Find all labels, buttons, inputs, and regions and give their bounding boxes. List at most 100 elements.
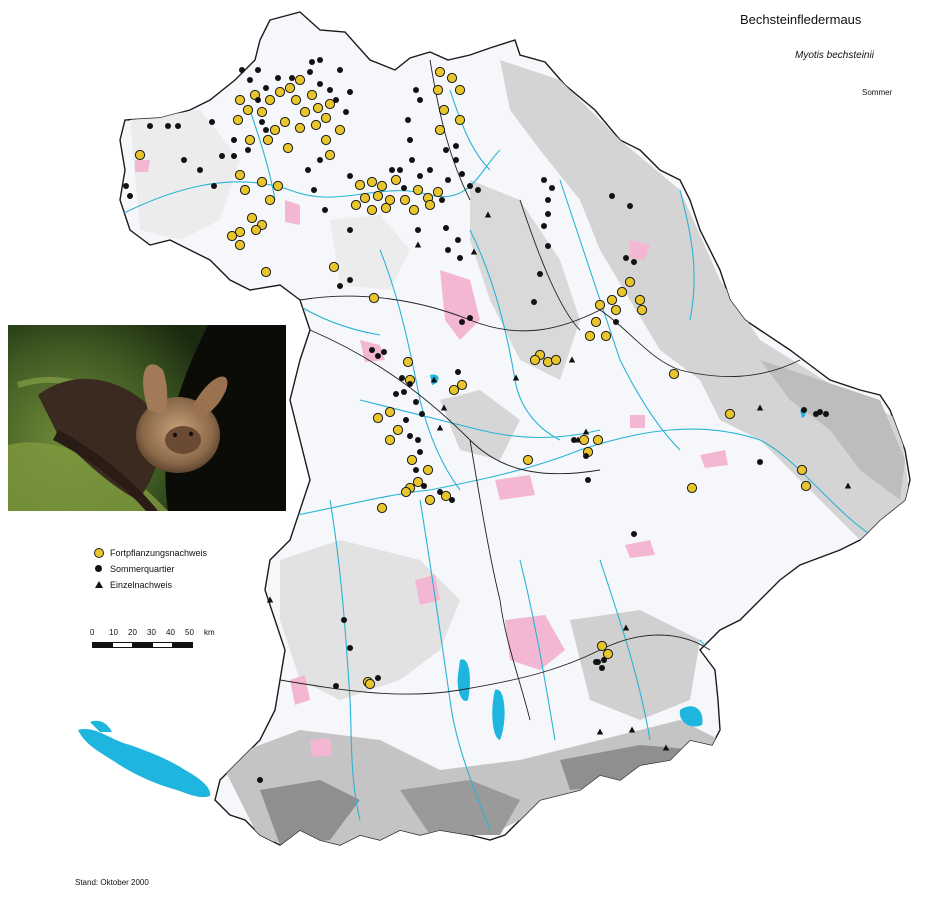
summer-roost-marker — [409, 157, 415, 163]
summer-roost-marker — [127, 193, 133, 199]
summer-roost-marker — [337, 283, 343, 289]
summer-roost-marker — [445, 247, 451, 253]
single-record-marker — [628, 726, 636, 733]
reproduction-marker — [372, 190, 384, 202]
reproduction-marker — [294, 122, 306, 134]
reproduction-marker — [400, 486, 412, 498]
reproduction-marker — [796, 464, 808, 476]
reproduction-marker — [440, 490, 452, 502]
reproduction-marker — [412, 476, 424, 488]
reproduction-marker — [412, 184, 424, 196]
summer-roost-marker — [165, 123, 171, 129]
reproduction-marker — [432, 84, 444, 96]
summer-roost-marker — [631, 259, 637, 265]
summer-roost-marker — [341, 617, 347, 623]
reproduction-marker — [686, 482, 698, 494]
summer-roost-marker — [443, 225, 449, 231]
reproduction-marker — [256, 106, 268, 118]
reproduction-marker — [366, 204, 378, 216]
summer-roost-marker — [407, 137, 413, 143]
summer-roost-marker — [289, 75, 295, 81]
reproduction-marker — [366, 176, 378, 188]
summer-roost-marker — [601, 657, 607, 663]
reproduction-marker — [272, 180, 284, 192]
summer-roost-marker — [421, 483, 427, 489]
summer-roost-marker — [147, 123, 153, 129]
summer-roost-marker — [337, 67, 343, 73]
reproduction-marker — [376, 180, 388, 192]
summer-roost-marker — [405, 117, 411, 123]
reproduction-marker — [456, 379, 468, 391]
reproduction-marker — [578, 434, 590, 446]
summer-roost-marker — [259, 119, 265, 125]
reproduction-marker — [392, 424, 404, 436]
reproduction-marker — [324, 98, 336, 110]
summer-roost-marker — [407, 433, 413, 439]
reproduction-marker — [592, 434, 604, 446]
bodensee-lake — [78, 728, 211, 798]
summer-roost-marker — [375, 353, 381, 359]
summer-roost-marker — [309, 59, 315, 65]
reproduction-marker — [446, 72, 458, 84]
summer-roost-marker — [583, 453, 589, 459]
reproduction-marker — [800, 480, 812, 492]
summer-roost-marker — [439, 197, 445, 203]
summer-roost-marker — [347, 173, 353, 179]
scale-tick-0: 0 — [90, 628, 95, 637]
summer-roost-marker — [537, 271, 543, 277]
reproduction-marker — [232, 114, 244, 126]
summer-roost-marker — [467, 315, 473, 321]
summer-roost-marker — [417, 97, 423, 103]
bechstein-bat-photo — [8, 325, 286, 511]
summer-roost-marker — [459, 319, 465, 325]
reproduction-marker — [324, 149, 336, 161]
reproduction-marker — [282, 142, 294, 154]
reproduction-marker — [284, 82, 296, 94]
reproduction-marker — [359, 192, 371, 204]
reproduction-marker — [634, 294, 646, 306]
reproduction-marker — [246, 212, 258, 224]
summer-roost-marker — [347, 645, 353, 651]
single-record-marker — [574, 436, 582, 443]
reproduction-marker — [434, 124, 446, 136]
summer-roost-marker — [419, 411, 425, 417]
reproduction-marker — [294, 74, 306, 86]
summer-roost-marker — [255, 67, 261, 73]
reproduction-marker — [448, 384, 460, 396]
summer-roost-marker — [585, 477, 591, 483]
reproduction-marker — [600, 330, 612, 342]
reproduction-marker — [522, 454, 534, 466]
summer-roost-marker — [593, 659, 599, 665]
reproduction-marker — [262, 134, 274, 146]
legend-label-summer-roost: Sommerquartier — [110, 564, 175, 574]
summer-roost-marker — [545, 197, 551, 203]
reproduction-marker — [234, 169, 246, 181]
summer-roost-marker — [263, 127, 269, 133]
reproduction-marker — [636, 304, 648, 316]
reproduction-marker — [274, 86, 286, 98]
reproduction-marker — [250, 224, 262, 236]
reproduction-marker — [334, 124, 346, 136]
single-record-marker — [414, 241, 422, 248]
single-record-marker — [440, 404, 448, 411]
single-record-marker — [662, 744, 670, 751]
single-record-marker — [266, 596, 274, 603]
reproduction-marker — [306, 89, 318, 101]
summer-roost-marker — [453, 143, 459, 149]
summer-roost-marker — [317, 157, 323, 163]
reproduction-marker — [432, 186, 444, 198]
reproduction-marker — [402, 356, 414, 368]
summer-roost-marker — [545, 243, 551, 249]
reproduction-marker — [226, 230, 238, 242]
single-record-marker — [470, 248, 478, 255]
summer-roost-marker — [175, 123, 181, 129]
reproduction-marker — [602, 648, 614, 660]
summer-roost-marker — [415, 227, 421, 233]
summer-roost-marker — [817, 409, 823, 415]
reproduction-marker — [256, 176, 268, 188]
summer-roost-marker — [413, 467, 419, 473]
reproduction-marker — [299, 106, 311, 118]
summer-roost-marker — [209, 119, 215, 125]
summer-roost-marker — [327, 87, 333, 93]
reproduction-marker — [234, 94, 246, 106]
